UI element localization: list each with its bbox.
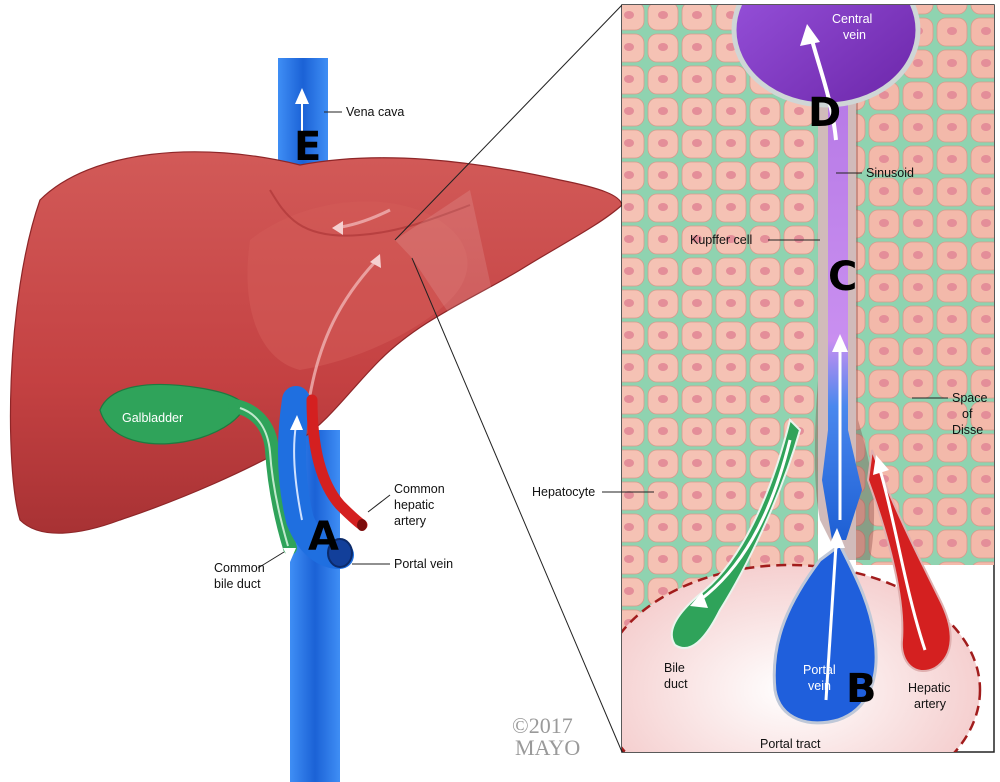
common-bile-duct-label-1: Common: [214, 561, 265, 575]
liver-right-lobe: [247, 201, 468, 370]
central-vein-label-2: vein: [843, 28, 866, 42]
common-bile-duct-leader: [257, 551, 285, 569]
flow-arrow-central: [810, 39, 838, 141]
common-hepatic-artery-leader: [367, 494, 391, 513]
common-bile-duct-flow: [239, 407, 289, 547]
hepatocytes-left: [622, 5, 818, 645]
space-of-disse-label-3: Disse: [952, 423, 983, 437]
letter-c: C: [828, 254, 857, 300]
common-bile-duct: [228, 399, 297, 555]
vena-cava-label: Vena cava: [346, 105, 404, 119]
hepatic-artery-opening: [357, 519, 367, 531]
hepatic-artery-label-2: artery: [914, 697, 947, 711]
copyright-mayo: MAYO: [515, 735, 580, 760]
bile-duct-tract: [670, 418, 802, 650]
flow-arrowhead-portal: [828, 528, 845, 548]
lobule-detail: [622, 5, 994, 752]
letter-b: B: [846, 666, 877, 712]
flow-arrowhead-central: [800, 24, 820, 46]
common-bile-duct-label-2: bile duct: [214, 577, 261, 591]
portal-vein-flow: [293, 424, 303, 521]
portal-flow-arrowhead: [290, 415, 303, 430]
central-vein-label-1: Central: [832, 12, 872, 26]
portal-vein-tract-label-1: Portal: [803, 663, 836, 677]
zoom-connector-top: [394, 4, 623, 241]
hepatocyte-label: Hepatocyte: [532, 485, 595, 499]
space-of-disse-label-2: of: [962, 407, 973, 421]
common-hepatic-artery-label-3: artery: [394, 514, 427, 528]
portal-vein-opening: [327, 538, 353, 568]
bile-duct-label-2: duct: [664, 677, 688, 691]
space-of-disse-label-1: Space: [952, 391, 987, 405]
copyright-year: ©2017: [512, 713, 573, 738]
central-vein: [731, 5, 921, 108]
flow-arrowhead-bile: [690, 592, 708, 608]
bile-flow-arrowhead: [283, 548, 296, 562]
common-hepatic-artery-label-2: hepatic: [394, 498, 434, 512]
hepatic-artery-vessel: [306, 394, 368, 531]
flow-arrow-bile: [699, 439, 792, 602]
letter-d: D: [808, 90, 841, 136]
zoom-connector-bottom: [411, 257, 623, 753]
galbladder-label: Galbladder: [122, 411, 183, 425]
letter-e: E: [294, 124, 321, 170]
vena-cava-arrowhead: [295, 88, 309, 104]
kupffer-cell-label: Kupffer cell: [690, 233, 752, 247]
bile-duct-label-1: Bile: [664, 661, 685, 675]
hepatic-artery-label-1: Hepatic: [908, 681, 950, 695]
flow-arrowhead-liver-2: [332, 221, 343, 235]
sinusoid: [822, 95, 862, 540]
sinusoid-label: Sinusoid: [866, 166, 914, 180]
flow-arrow-artery: [878, 469, 927, 651]
flow-arrowhead-sinusoid: [832, 334, 848, 352]
portal-tract-label: Portal tract: [760, 737, 821, 751]
zoom-wedge: [395, 190, 520, 420]
portal-vein-tract-label-2: vein: [808, 679, 831, 693]
liver-lobe-fold: [269, 189, 471, 237]
common-hepatic-artery-label-1: Common: [394, 482, 445, 496]
letter-a: A: [308, 514, 339, 560]
flow-arrowhead-artery: [873, 455, 889, 475]
flow-arrow-portal: [824, 544, 838, 701]
portal-vein-tract: [772, 542, 878, 725]
liver-inner-vessel: [308, 260, 377, 396]
portal-vein-label: Portal vein: [394, 557, 453, 571]
flow-arrowhead-liver-1: [370, 254, 381, 268]
